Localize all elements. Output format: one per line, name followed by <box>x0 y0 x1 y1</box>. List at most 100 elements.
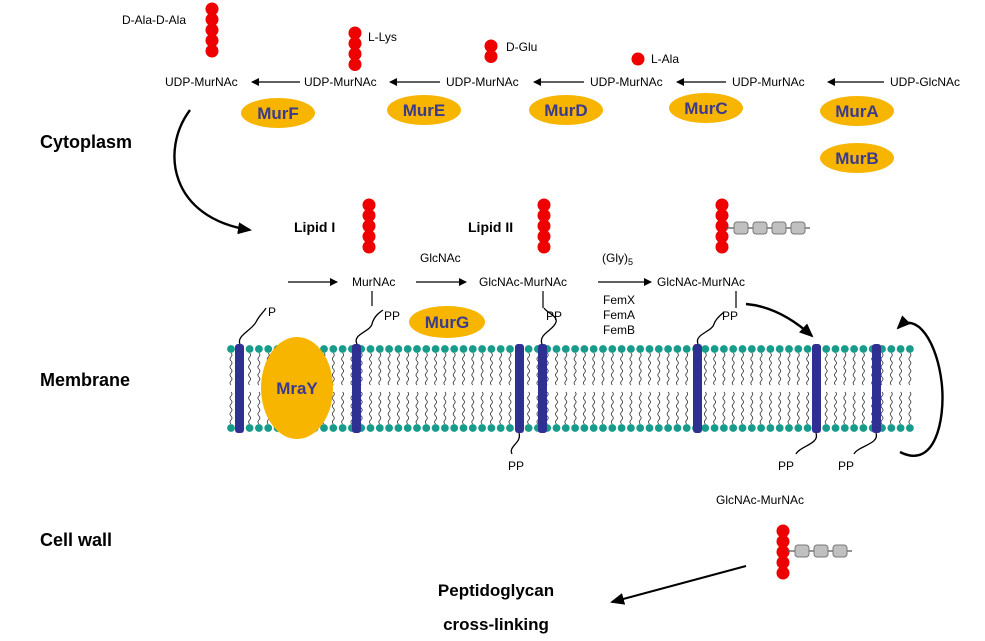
lipid-head <box>255 424 263 432</box>
lipid-head <box>496 345 505 353</box>
murc-enzyme <box>669 93 743 123</box>
lipid-head <box>627 345 635 353</box>
lipid-head <box>654 424 663 432</box>
pp-label: PP <box>838 459 854 473</box>
lipid-head <box>580 424 589 432</box>
lipid-head <box>831 424 840 432</box>
amino-acid-bead <box>484 39 498 53</box>
lipid-i-sugar: MurNAc <box>352 275 395 289</box>
lipid-head <box>599 424 607 432</box>
lipid-head <box>896 424 905 432</box>
branched-sugar: GlcNAc-MurNAc <box>657 275 745 289</box>
lipid-head <box>738 424 747 432</box>
lipid-head <box>775 424 784 432</box>
lipid-head <box>338 345 347 353</box>
crosslink-label-line2: cross-linking <box>443 615 549 634</box>
lipid-i-label: Lipid I <box>294 219 335 235</box>
pp-label: PP <box>384 309 400 323</box>
lipid-head <box>375 345 384 353</box>
amino-acid-bead <box>537 219 551 233</box>
enzyme-label: MurF <box>257 104 299 123</box>
lipid-head <box>450 345 459 353</box>
lipid-head <box>803 424 812 432</box>
lipid-head <box>422 424 431 432</box>
cytoplasm-label: Cytoplasm <box>40 132 132 152</box>
glycine-bead <box>813 544 829 558</box>
glcnac-label: GlcNAc <box>420 251 461 265</box>
lipid-head <box>506 424 514 432</box>
carrier-bar <box>693 344 702 433</box>
mure-enzyme <box>387 95 461 125</box>
pp-label: PP <box>722 309 738 323</box>
lipid-head <box>245 345 254 353</box>
lipid-head <box>775 345 784 353</box>
lipid-head <box>664 345 672 353</box>
lipid-head <box>571 345 579 353</box>
mray-enzyme <box>261 337 333 439</box>
lipid-head <box>757 345 765 353</box>
lipid-head <box>664 424 672 432</box>
amino-acid-bead <box>715 219 729 233</box>
peptide-chain <box>362 198 376 254</box>
carrier-bar <box>352 344 361 433</box>
lipid-head <box>673 345 682 353</box>
lipid-head <box>227 424 235 432</box>
lipid-head <box>701 345 710 353</box>
mura-enzyme <box>820 96 894 126</box>
enzyme-label: MurB <box>835 149 878 168</box>
amino-acid-bead <box>776 556 790 569</box>
lipid-head <box>710 424 719 432</box>
carrier-bar <box>235 344 244 433</box>
lipid-head <box>264 345 273 353</box>
lipid-head <box>645 424 654 432</box>
carrier-bar <box>872 344 881 433</box>
crosslink-label-line1: Peptidoglycan <box>438 581 554 600</box>
precursor-label: UDP-MurNAc <box>590 75 663 89</box>
lipid-head <box>468 345 477 353</box>
fem-label: FemX <box>603 293 635 307</box>
lipid-head <box>580 345 589 353</box>
lipid-head <box>617 424 626 432</box>
lipid-head <box>255 345 263 353</box>
lipid-head <box>385 345 393 353</box>
cell-wall-sugar: GlcNAc-MurNAc <box>716 493 804 507</box>
glycine-bead <box>794 544 810 558</box>
murb-enzyme <box>820 143 894 173</box>
lipid-head <box>506 345 514 353</box>
amino-acid-bead <box>348 47 362 61</box>
glycine-bead <box>790 221 806 235</box>
lipid-head <box>459 345 468 353</box>
amino-acid-bead <box>631 52 645 66</box>
murg-enzyme <box>409 306 485 338</box>
amino-acid-bead <box>362 219 376 233</box>
precursor-label: UDP-MurNAc <box>165 75 238 89</box>
amino-acid-bead <box>715 230 729 243</box>
lipid-head <box>589 345 598 353</box>
lipid-head <box>701 424 710 432</box>
lipid-head <box>338 424 347 432</box>
lipid-head <box>524 345 533 353</box>
lipid-head <box>366 424 375 432</box>
lipid-head <box>822 424 831 432</box>
lipid-head <box>785 345 793 353</box>
lipid-head <box>413 424 421 432</box>
lipid-head <box>906 424 914 432</box>
amino-acid-bead <box>205 2 219 16</box>
lipid-head <box>617 345 626 353</box>
lipid-carriers: P PP PP PP PP PP PP <box>235 305 881 473</box>
peptide-chain <box>776 524 790 580</box>
enzyme-label: MurE <box>403 101 446 120</box>
amino-acid-bead <box>205 23 219 37</box>
lipid-head <box>887 424 896 432</box>
lipid-head <box>496 424 505 432</box>
lipid-head <box>747 345 756 353</box>
amino-acid-bead <box>537 209 551 222</box>
lipid-head <box>478 424 486 432</box>
amino-acid-bead <box>205 34 219 47</box>
lipid-head <box>468 424 477 432</box>
peptide-chain <box>715 198 729 254</box>
amino-acid-bead <box>537 240 551 254</box>
lipid-head <box>403 424 412 432</box>
lipid-head <box>654 345 663 353</box>
